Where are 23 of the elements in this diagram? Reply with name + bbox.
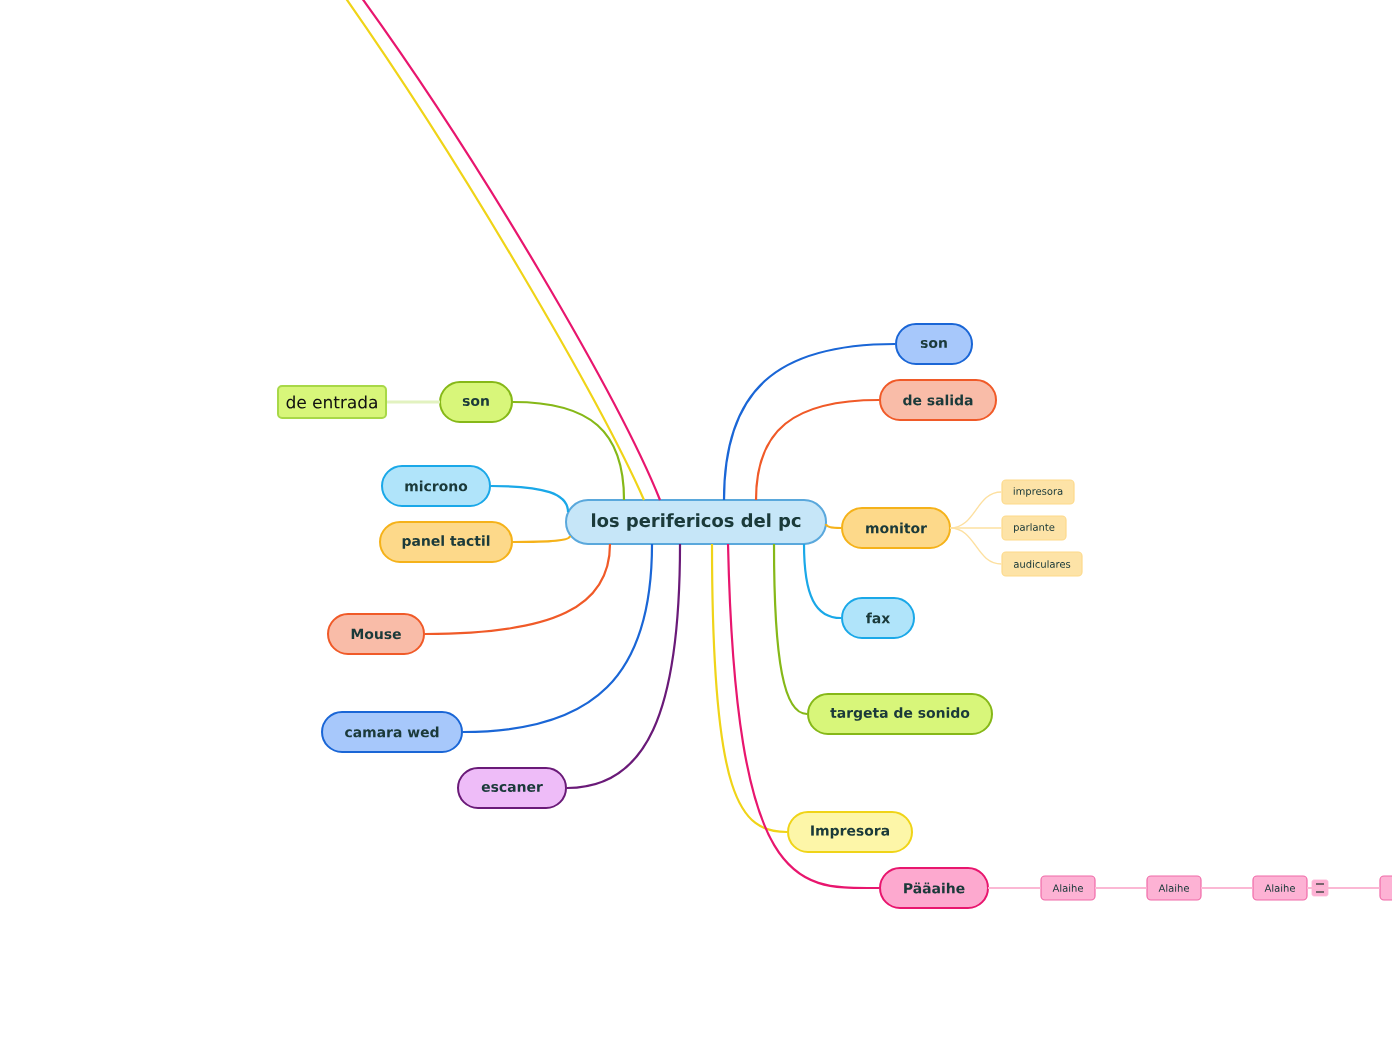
connector <box>987 887 1042 889</box>
connector <box>425 543 612 636</box>
connector <box>825 523 842 530</box>
connector <box>754 398 880 501</box>
connector <box>802 543 842 620</box>
connector <box>1094 887 1148 889</box>
connector <box>566 543 682 790</box>
connector <box>1306 887 1381 889</box>
connector <box>772 544 808 716</box>
subtopic-box <box>1379 875 1392 901</box>
connector <box>722 342 896 501</box>
connector <box>491 484 570 513</box>
central-topic-box: los perifericos del pc <box>565 499 827 545</box>
connector <box>726 543 879 890</box>
connector <box>513 535 571 544</box>
connector <box>462 543 654 734</box>
connector <box>949 527 1003 565</box>
connector <box>710 544 788 834</box>
connector <box>949 527 1003 529</box>
connector <box>1200 887 1254 889</box>
subtopic-box: de entrada <box>277 385 387 419</box>
connector <box>387 400 440 404</box>
connector <box>512 400 626 501</box>
